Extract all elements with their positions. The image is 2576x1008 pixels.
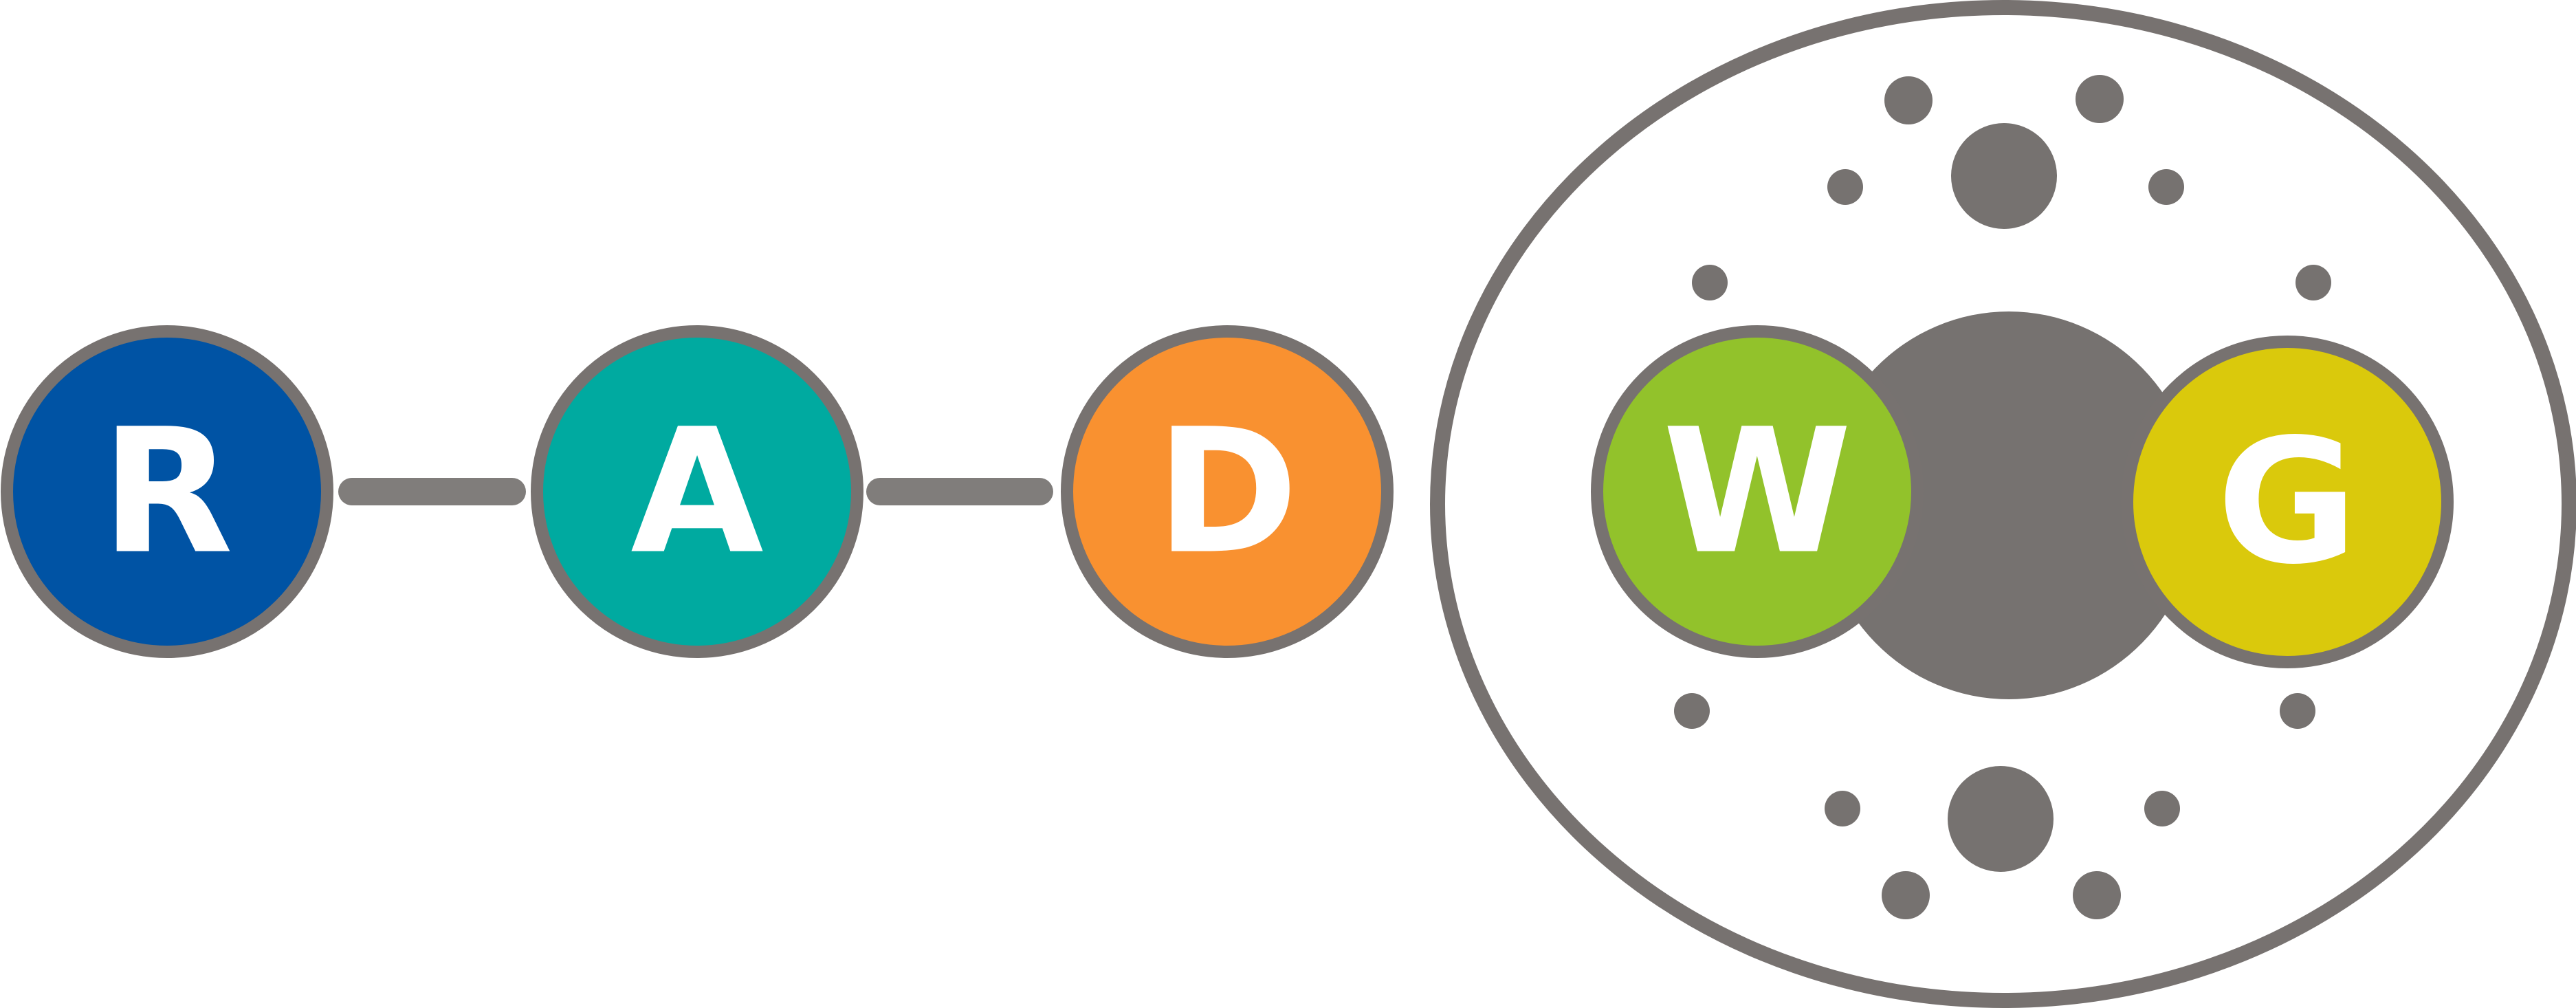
node-r-letter: R xyxy=(101,392,234,592)
node-r: R xyxy=(1,325,333,658)
orbit-dot xyxy=(1882,871,1930,919)
node-d-letter: D xyxy=(1156,392,1299,592)
orbit-dot xyxy=(1674,693,1710,729)
orbit-dot xyxy=(2073,871,2121,919)
orbit-dot xyxy=(2296,265,2331,300)
orbit-dot xyxy=(2144,791,2180,826)
outer-ellipse xyxy=(1430,0,2576,1008)
center-body xyxy=(1820,311,2198,699)
node-g-letter: G xyxy=(2216,402,2357,602)
top-dot-large xyxy=(1951,123,2057,229)
bottom-dot-large xyxy=(1948,766,2054,872)
node-g-circle xyxy=(2121,336,2454,668)
node-a-letter: A xyxy=(630,392,763,592)
node-r-circle xyxy=(1,325,333,658)
node-a-circle xyxy=(531,325,863,658)
node-w-letter: W xyxy=(1662,392,1852,592)
orbit-dot xyxy=(2280,693,2315,729)
orbit-dot xyxy=(1884,76,1933,124)
orbit-dot xyxy=(1692,265,1728,300)
orbit-dot xyxy=(2076,75,2124,123)
node-d: D xyxy=(1061,325,1394,658)
node-a: A xyxy=(531,325,863,658)
node-w-circle xyxy=(1591,325,1924,658)
node-d-circle xyxy=(1061,325,1394,658)
orbit-dot xyxy=(1825,791,1860,826)
orbit-dot xyxy=(1827,169,1863,205)
orbit-dot xyxy=(2148,169,2184,205)
node-g: G xyxy=(2121,336,2454,668)
node-w: W xyxy=(1591,325,1924,658)
